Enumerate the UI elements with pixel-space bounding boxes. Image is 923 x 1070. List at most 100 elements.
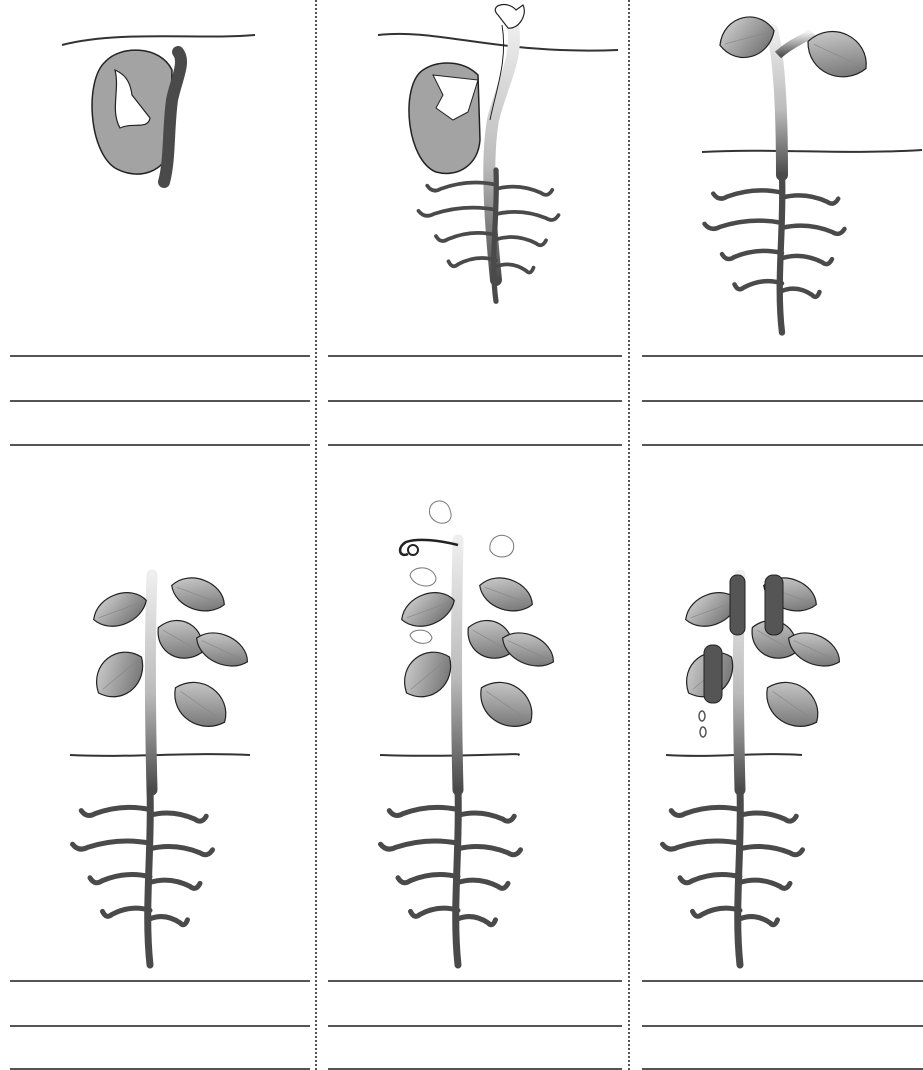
flower bbox=[410, 568, 436, 586]
flower bbox=[429, 501, 451, 523]
drawing-part bbox=[410, 630, 432, 643]
answer-line bbox=[10, 444, 310, 446]
answer-line bbox=[642, 355, 923, 357]
drawing-part bbox=[167, 570, 230, 618]
drawing-part bbox=[396, 585, 459, 633]
leaf bbox=[715, 11, 779, 64]
drawing-part bbox=[389, 807, 458, 815]
answer-line bbox=[328, 980, 622, 982]
drawing-part bbox=[715, 11, 779, 64]
drawing-part bbox=[103, 908, 151, 916]
drawing-part bbox=[458, 847, 521, 855]
drawing-part bbox=[475, 570, 538, 618]
cotyledon bbox=[495, 5, 524, 29]
drawing-part bbox=[490, 535, 514, 557]
drawing-part bbox=[73, 841, 151, 849]
drawing-part bbox=[150, 813, 206, 821]
answer-line bbox=[328, 400, 622, 402]
drawing-part bbox=[680, 875, 740, 883]
drawing-part bbox=[85, 641, 153, 707]
answer-line bbox=[642, 400, 923, 402]
leaf bbox=[757, 671, 829, 738]
drawing-part bbox=[663, 841, 741, 849]
drawing-part bbox=[782, 256, 832, 264]
drawing-part bbox=[429, 501, 451, 523]
drawing-part bbox=[150, 917, 188, 925]
falling-seed bbox=[699, 711, 705, 721]
soil-line bbox=[62, 35, 255, 45]
flower bbox=[410, 630, 432, 643]
drawing-part bbox=[150, 847, 213, 855]
answer-line bbox=[10, 980, 310, 982]
bean-pod bbox=[704, 645, 722, 703]
soil-line bbox=[380, 754, 519, 756]
drawing-part bbox=[90, 875, 150, 883]
drawing-part bbox=[165, 671, 237, 738]
plant-illustration bbox=[318, 0, 618, 440]
drawing-part bbox=[398, 875, 458, 883]
drawing-part bbox=[722, 251, 782, 259]
answer-line bbox=[642, 444, 923, 446]
plant-illustration bbox=[0, 470, 300, 910]
plant-illustration bbox=[0, 0, 300, 440]
bean-pod bbox=[730, 575, 745, 635]
drawing-part bbox=[693, 908, 741, 916]
drawing-part bbox=[757, 671, 829, 738]
column-divider bbox=[315, 0, 317, 1070]
answer-line bbox=[328, 444, 622, 446]
drawing-part bbox=[496, 237, 546, 245]
drawing-part bbox=[740, 847, 803, 855]
answer-line bbox=[642, 980, 923, 982]
answer-line bbox=[328, 355, 622, 357]
leaf bbox=[471, 671, 543, 738]
drawing-part bbox=[411, 908, 459, 916]
bean-pod bbox=[765, 575, 783, 635]
drawing-part bbox=[496, 212, 559, 220]
drawing-part bbox=[735, 281, 783, 289]
tendril-curl bbox=[408, 545, 418, 555]
drawing-part bbox=[150, 880, 200, 888]
drawing-part bbox=[458, 917, 496, 925]
stem bbox=[457, 540, 459, 790]
stem-branch bbox=[778, 32, 812, 55]
drawing-part bbox=[740, 917, 778, 925]
answer-line bbox=[10, 1025, 310, 1027]
answer-line bbox=[642, 1025, 923, 1027]
stem bbox=[151, 575, 153, 790]
leaf bbox=[88, 585, 151, 633]
drawing-part bbox=[496, 187, 552, 195]
leaf bbox=[85, 641, 153, 707]
answer-line bbox=[328, 1025, 622, 1027]
leaf bbox=[475, 570, 538, 618]
drawing-part bbox=[496, 264, 534, 272]
answer-line bbox=[10, 400, 310, 402]
leaf bbox=[396, 585, 459, 633]
drawing-part bbox=[410, 568, 436, 586]
drawing-part bbox=[88, 585, 151, 633]
drawing-part bbox=[81, 807, 150, 815]
drawing-part bbox=[782, 289, 820, 297]
soil-line bbox=[702, 150, 922, 152]
falling-seed bbox=[700, 727, 706, 737]
soil-line bbox=[378, 34, 618, 51]
answer-line bbox=[10, 355, 310, 357]
leaf bbox=[191, 625, 254, 675]
drawing-part bbox=[740, 880, 790, 888]
plant-illustration bbox=[632, 0, 923, 440]
drawing-part bbox=[419, 208, 497, 216]
drawing-part bbox=[458, 880, 508, 888]
column-divider bbox=[628, 0, 630, 1070]
soil-line bbox=[70, 754, 250, 756]
flower bbox=[490, 535, 514, 557]
drawing-part bbox=[191, 625, 254, 675]
plant-illustration bbox=[632, 470, 923, 910]
drawing-part bbox=[782, 195, 838, 203]
drawing-part bbox=[740, 813, 796, 821]
drawing-part bbox=[705, 221, 783, 229]
drawing-part bbox=[782, 226, 845, 234]
drawing-part bbox=[471, 671, 543, 738]
plant-illustration bbox=[318, 470, 618, 910]
drawing-part bbox=[458, 813, 514, 821]
leaf bbox=[165, 671, 237, 738]
